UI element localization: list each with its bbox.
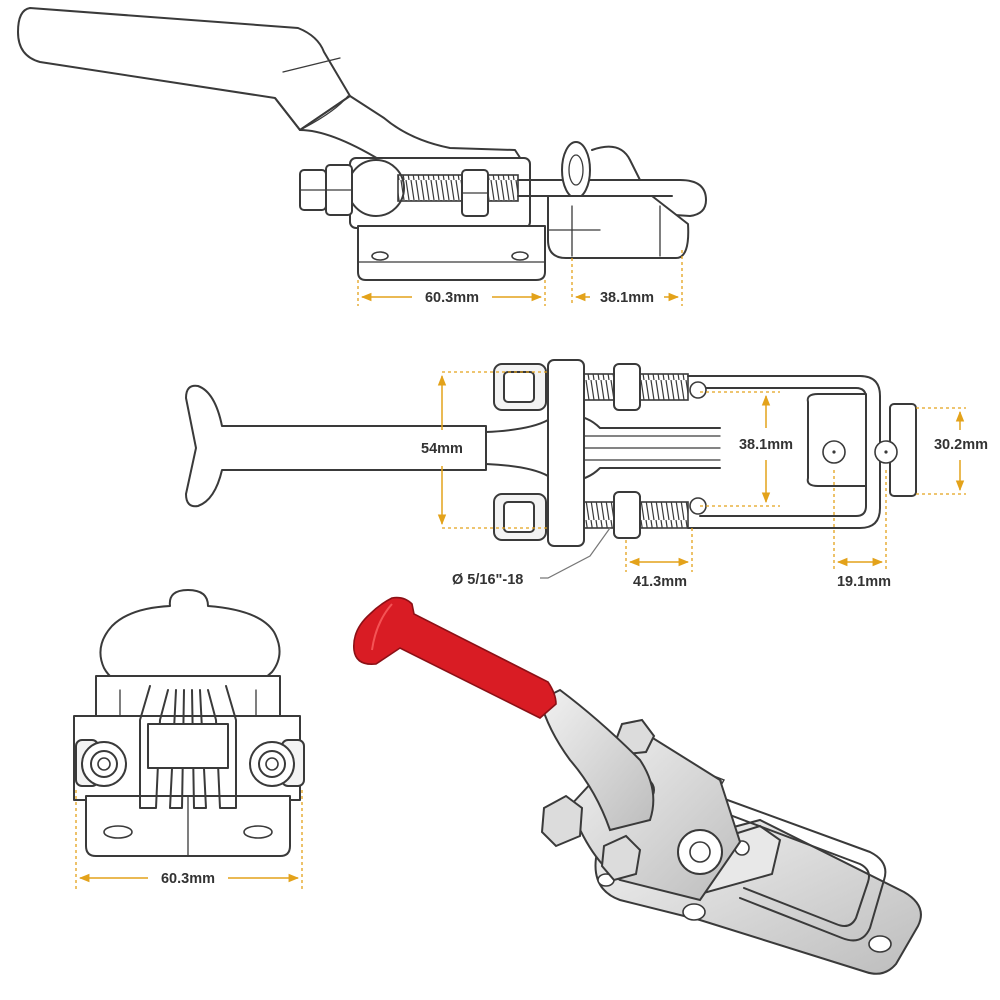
dim-top-hook-offset: 19.1mm: [837, 574, 891, 590]
side-washer: [561, 141, 591, 199]
persp-red-grip: [353, 596, 557, 719]
dim-front-base-width: 60.3mm: [161, 871, 215, 887]
side-handle-grip: [17, 7, 351, 131]
dim-top-bolt-spacing: 41.3mm: [633, 574, 687, 590]
perspective-view: [353, 596, 922, 975]
side-hook-catch: [547, 195, 690, 259]
dim-side-base-length: 60.3mm: [425, 290, 479, 306]
top-body-block: [547, 359, 585, 547]
persp-handle-arm: [538, 688, 655, 832]
top-t-handle: [185, 384, 487, 508]
top-view: 54mm 38.1mm 30.2mm Ø 5/16"-18 41.3mm 19.…: [185, 359, 988, 590]
dim-side-hook-length: 38.1mm: [600, 290, 654, 306]
front-view: 60.3mm: [73, 589, 305, 890]
persp-u-loop: [699, 789, 887, 942]
front-nut-left: [75, 739, 127, 787]
front-nut-right: [249, 739, 305, 787]
top-hook-plate: [806, 393, 867, 487]
side-view: 60.3mm 38.1mm: [17, 7, 707, 306]
side-u-loop: [517, 179, 707, 217]
front-handle-knob: [99, 589, 281, 688]
side-pivot-ball: [347, 159, 405, 217]
dim-top-inner-width: 38.1mm: [739, 437, 793, 453]
dim-top-overall-width: 54mm: [421, 441, 463, 457]
side-base-plate: [357, 225, 546, 281]
dim-top-hook-width: 30.2mm: [934, 437, 988, 453]
dim-top-bolt-thread: Ø 5/16"-18: [452, 572, 523, 588]
